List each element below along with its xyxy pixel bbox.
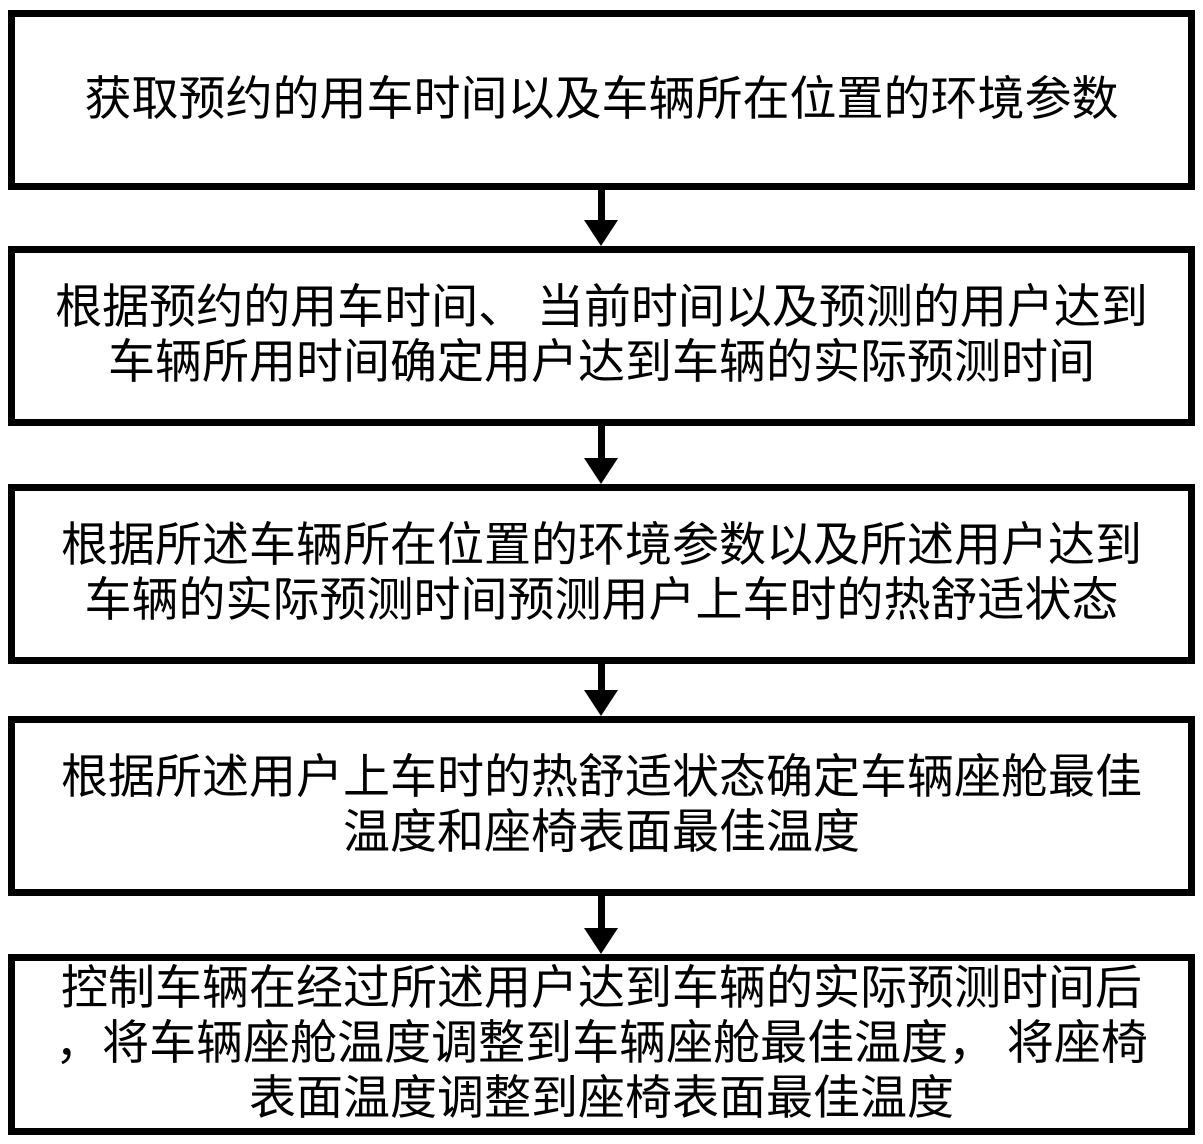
flow-step-2: 根据预约的用车时间、 当前时间以及预测的用户达到 车辆所用时间确定用户达到车辆的…: [8, 246, 1195, 426]
arrow-down-icon: [566, 426, 636, 484]
flow-step-1-line-1: 获取预约的用车时间以及车辆所在位置的环境参数: [84, 73, 1119, 126]
flow-step-5-line-2: ，将车辆座舱温度调整到车辆座舱最佳温度， 将座椅: [55, 1018, 1148, 1070]
flow-step-4-line-2: 温度和座椅表面最佳温度: [343, 807, 860, 859]
arrow-down-icon: [566, 896, 636, 954]
flow-step-2-line-1: 根据预约的用车时间、 当前时间以及预测的用户达到: [55, 282, 1148, 334]
flow-step-2-line-2: 车辆所用时间确定用户达到车辆的实际预测时间: [108, 337, 1095, 389]
arrow-stem: [597, 664, 605, 690]
flow-step-5-line-3: 表面温度调整到座椅表面最佳温度: [249, 1073, 954, 1125]
arrow-stem: [597, 426, 605, 458]
flow-step-3: 根据所述车辆所在位置的环境参数以及所述用户达到 车辆的实际预测时间预测用户上车时…: [8, 484, 1195, 664]
arrow-head: [584, 690, 618, 716]
flow-step-3-line-1: 根据所述车辆所在位置的环境参数以及所述用户达到: [61, 520, 1142, 572]
arrow-stem: [597, 190, 605, 220]
flow-step-3-line-2: 车辆的实际预测时间预测用户上车时的热舒适状态: [84, 575, 1119, 627]
arrow-head: [584, 458, 618, 484]
arrow-down-icon: [566, 190, 636, 246]
flow-step-1: 获取预约的用车时间以及车辆所在位置的环境参数: [8, 10, 1195, 190]
flow-step-5: 控制车辆在经过所述用户达到车辆的实际预测时间后 ，将车辆座舱温度调整到车辆座舱最…: [8, 954, 1195, 1135]
flow-step-4-line-1: 根据所述用户上车时的热舒适状态确定车辆座舱最佳: [61, 752, 1142, 804]
arrow-stem: [597, 896, 605, 928]
arrow-down-icon: [566, 664, 636, 716]
arrow-head: [584, 220, 618, 246]
arrow-head: [584, 928, 618, 954]
flow-step-4: 根据所述用户上车时的热舒适状态确定车辆座舱最佳 温度和座椅表面最佳温度: [8, 716, 1195, 896]
flow-step-5-line-1: 控制车辆在经过所述用户达到车辆的实际预测时间后: [61, 963, 1142, 1015]
